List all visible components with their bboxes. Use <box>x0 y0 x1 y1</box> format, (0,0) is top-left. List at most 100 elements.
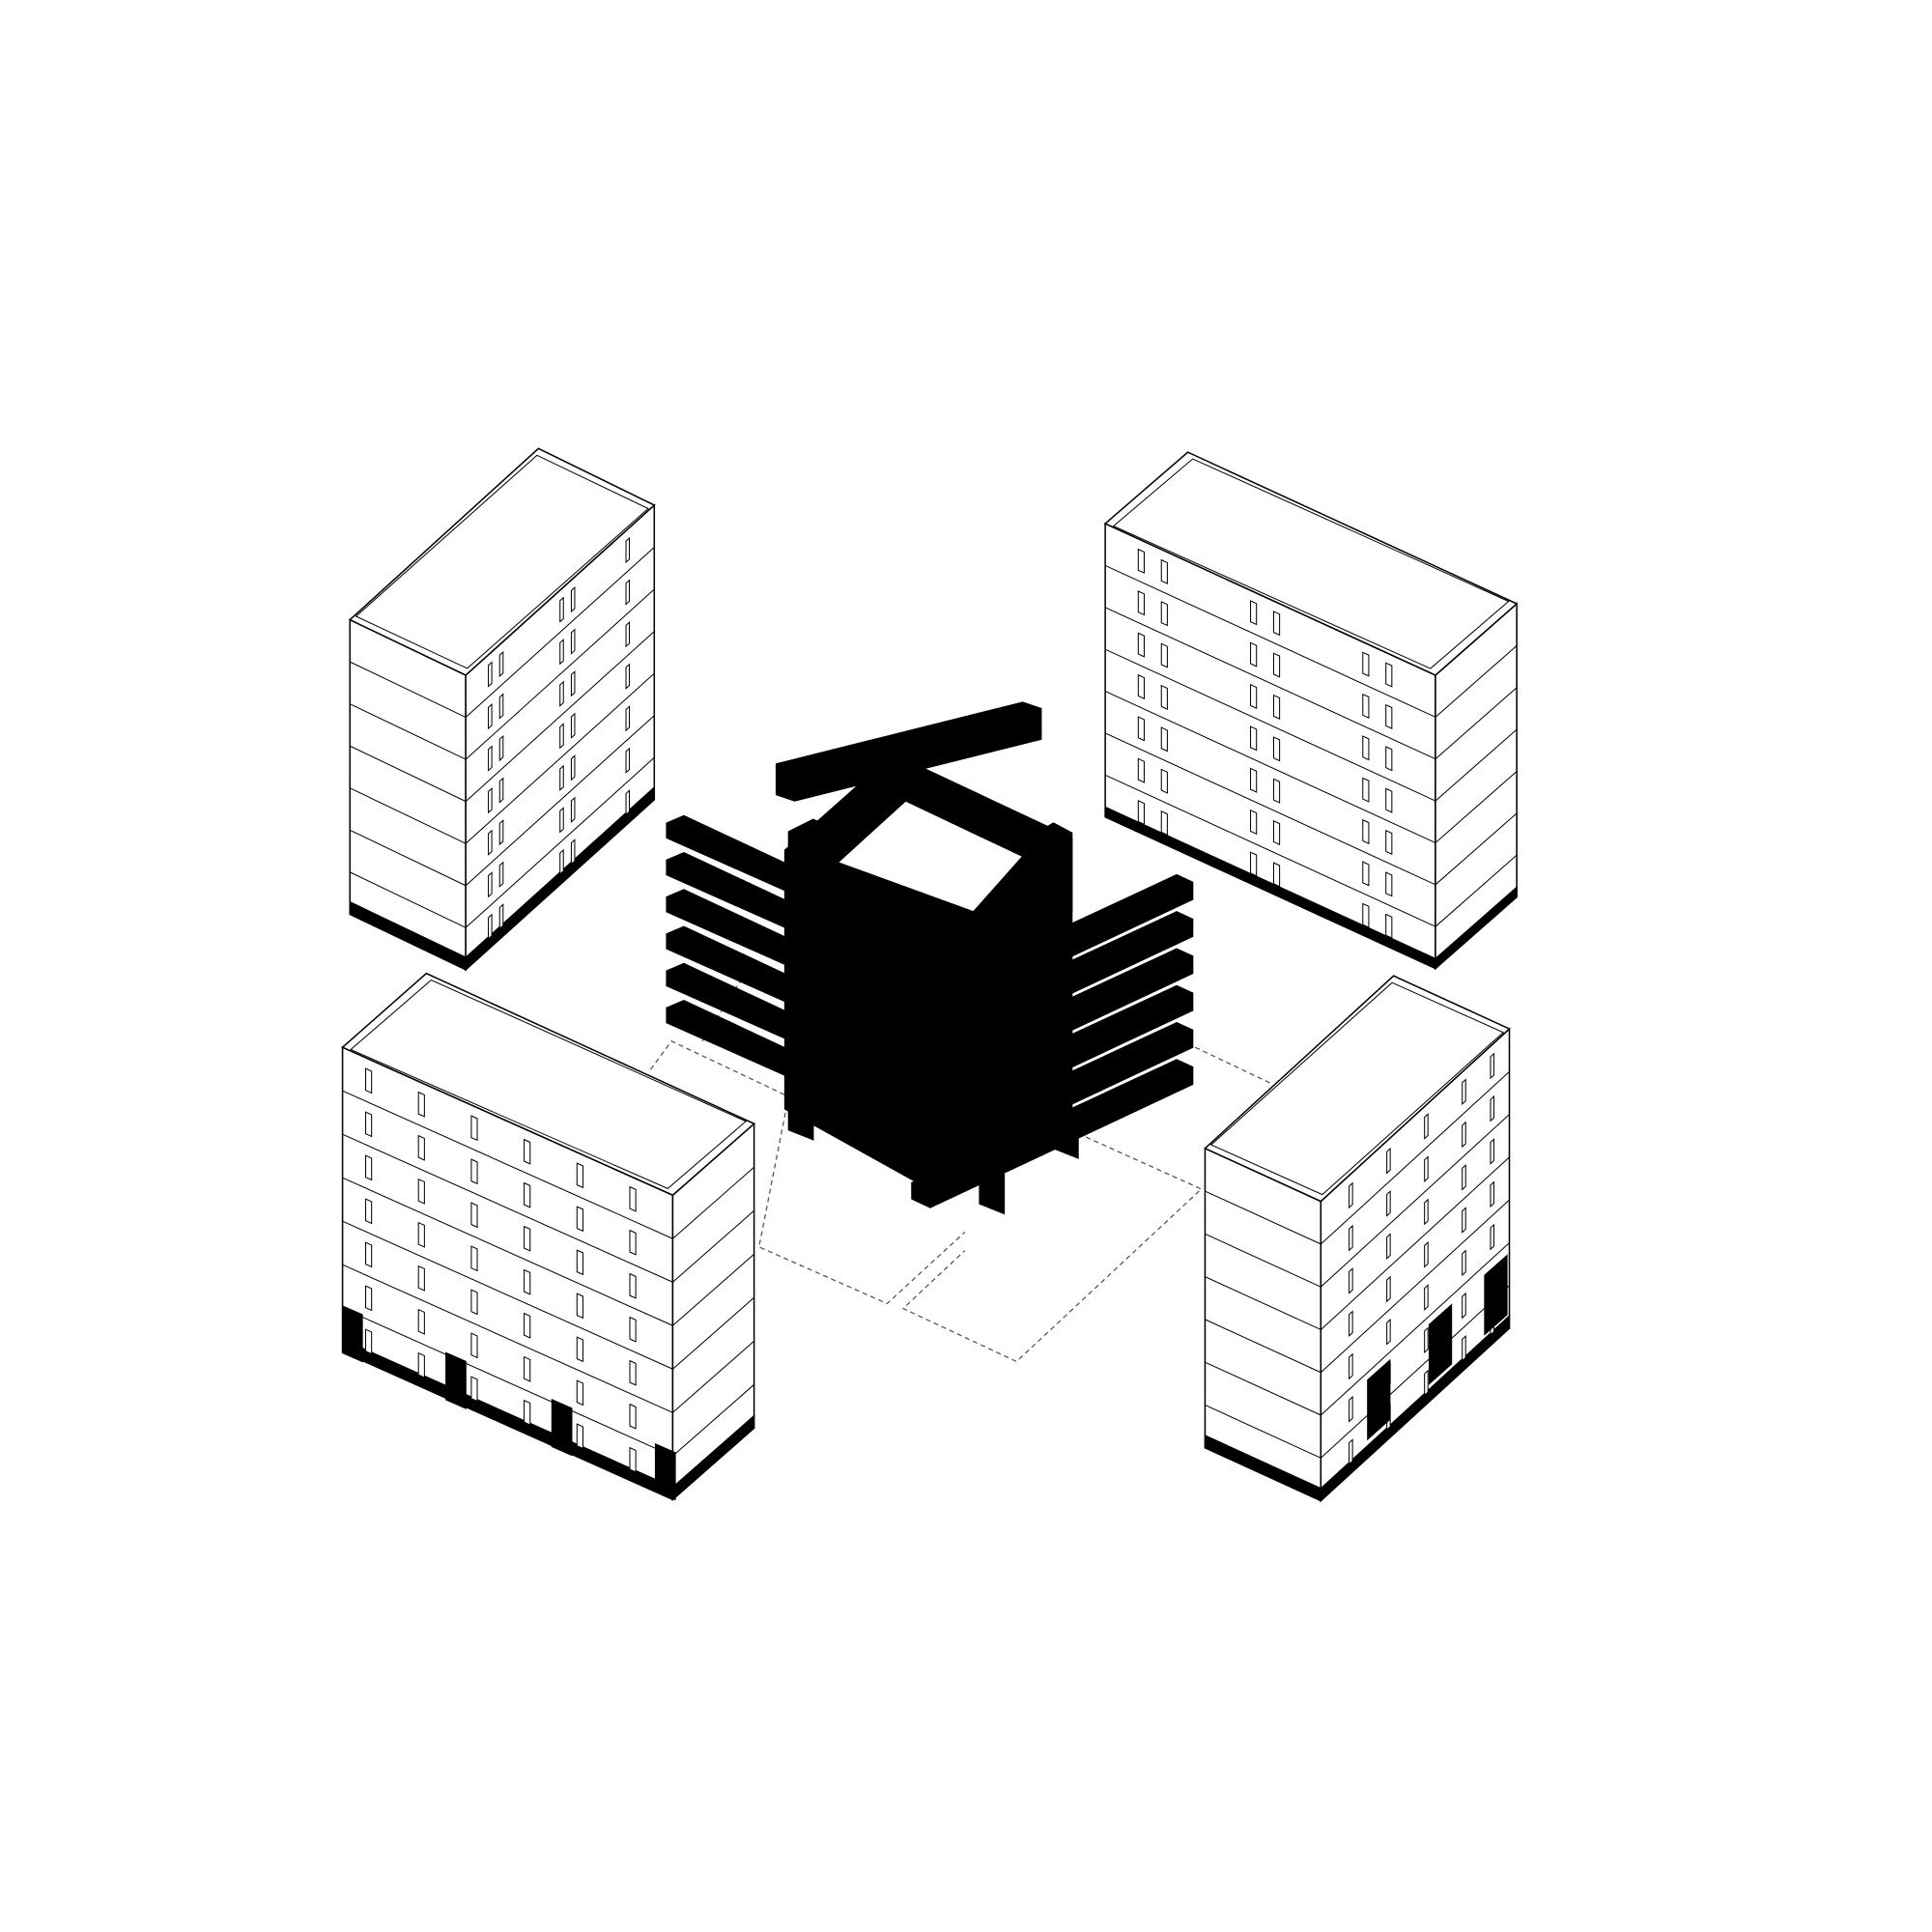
window <box>1160 810 1168 837</box>
floor-line <box>1435 854 1518 927</box>
base-band <box>1435 885 1518 970</box>
window <box>1160 768 1168 794</box>
window <box>576 1336 583 1363</box>
window <box>1424 1155 1429 1183</box>
window <box>498 903 504 930</box>
window <box>1462 1249 1466 1277</box>
slab-edge <box>918 884 1186 1006</box>
window <box>1250 725 1258 752</box>
window <box>570 838 576 866</box>
window <box>470 1289 478 1316</box>
window <box>559 680 564 707</box>
slab-edge <box>918 1032 1186 1153</box>
window <box>1362 735 1370 761</box>
window <box>470 1332 478 1359</box>
window <box>1160 601 1168 627</box>
window <box>365 1154 373 1181</box>
slab-edge <box>670 975 923 1094</box>
window <box>1349 1181 1353 1209</box>
window <box>1137 548 1145 574</box>
right-slab <box>911 911 1194 1061</box>
window <box>570 628 576 655</box>
window <box>570 796 576 823</box>
floor-line <box>350 787 467 844</box>
base-band <box>1320 1314 1511 1503</box>
window <box>576 1162 583 1189</box>
window <box>470 1158 478 1185</box>
window <box>470 1202 478 1229</box>
window <box>1250 600 1258 626</box>
window <box>559 764 564 791</box>
floor-line <box>465 588 655 760</box>
window <box>524 1268 531 1295</box>
roof-parapet <box>355 454 649 669</box>
window <box>1385 787 1393 813</box>
window <box>1385 746 1393 772</box>
window <box>1385 662 1393 688</box>
window <box>1362 861 1370 887</box>
window <box>1160 684 1168 711</box>
floor-line <box>1104 564 1436 718</box>
floor-line <box>1104 648 1436 802</box>
window <box>1462 1292 1466 1320</box>
window <box>570 585 576 613</box>
window <box>1349 1395 1353 1423</box>
window <box>1385 703 1393 729</box>
window <box>1349 1310 1353 1338</box>
window <box>524 1225 531 1252</box>
window <box>470 1245 478 1272</box>
roof-parapet <box>350 979 748 1189</box>
top-slab <box>775 701 1042 802</box>
window <box>570 712 576 739</box>
window <box>625 579 631 606</box>
window <box>1349 1224 1353 1252</box>
floor-line <box>350 871 467 928</box>
floor-line <box>672 1296 754 1370</box>
footprint-right-top <box>1194 1046 1273 1086</box>
floor-line <box>342 1177 673 1326</box>
slab-edge <box>918 995 1186 1116</box>
window <box>629 1403 637 1430</box>
floor-line <box>1104 774 1436 927</box>
floor-line <box>672 1209 754 1283</box>
window <box>1490 1138 1495 1165</box>
window <box>498 693 504 720</box>
window <box>1462 1121 1466 1149</box>
window <box>488 913 493 940</box>
floor-line <box>1321 1156 1510 1330</box>
window <box>1349 1267 1353 1294</box>
window <box>1490 1094 1495 1122</box>
roof <box>1204 975 1511 1203</box>
slab-edge <box>918 1068 1186 1190</box>
floor-line <box>1321 1285 1510 1459</box>
window <box>559 639 564 666</box>
floor-line <box>1205 1319 1321 1374</box>
right-slab <box>911 984 1194 1135</box>
floor-line <box>1435 771 1518 843</box>
window <box>365 1241 373 1268</box>
base-band <box>465 785 655 972</box>
floor-line <box>1205 1190 1321 1245</box>
window <box>1362 777 1370 803</box>
floor-line <box>1321 1114 1510 1288</box>
window <box>629 1229 637 1256</box>
window <box>625 621 631 648</box>
floor-line <box>465 715 655 887</box>
right-slab <box>911 1021 1194 1172</box>
window <box>498 734 504 762</box>
window <box>1160 642 1168 668</box>
window <box>498 650 504 678</box>
slab-edge <box>918 957 1186 1079</box>
stair-tower-left <box>787 818 833 889</box>
window <box>1137 673 1145 700</box>
window <box>498 819 504 846</box>
floor-line <box>1104 691 1436 843</box>
footprint-right <box>901 1132 1203 1363</box>
window <box>629 1446 637 1473</box>
window <box>570 670 576 697</box>
window <box>576 1206 583 1233</box>
window <box>559 848 564 876</box>
center-structure <box>666 701 1194 1215</box>
window <box>1272 652 1281 678</box>
window <box>1462 1078 1466 1106</box>
